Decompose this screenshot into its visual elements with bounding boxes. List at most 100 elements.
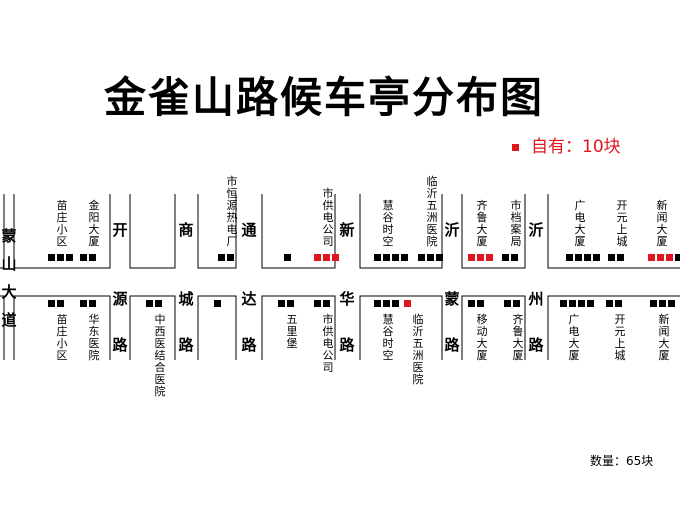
shelter-mark — [566, 254, 573, 261]
shelter-count: 数量：65块 — [590, 454, 654, 468]
shelter-mark — [608, 254, 615, 261]
south-stop-name: 五里堡 — [286, 313, 298, 350]
south-stop-name: 慧谷时空 — [382, 313, 394, 362]
shelter-mark — [278, 300, 285, 307]
owned-shelter-mark — [332, 254, 339, 261]
shelter-mark — [48, 300, 55, 307]
owned-shelter-mark — [468, 254, 475, 261]
shelter-mark — [569, 300, 576, 307]
owned-shelter-mark — [314, 254, 321, 261]
road-name-top: 新 — [339, 221, 355, 239]
road-name-top: 通 — [241, 221, 257, 239]
shelter-mark — [675, 254, 680, 261]
shelter-mark — [374, 254, 381, 261]
shelter-mark — [606, 300, 613, 307]
shelter-mark — [80, 300, 87, 307]
road-gap — [175, 295, 198, 297]
main-road-name: 蒙山大道 — [1, 227, 17, 329]
shelter-mark — [502, 254, 509, 261]
legend-label: 自有：10块 — [531, 137, 621, 157]
south-stop-name: 华东医院 — [88, 313, 100, 362]
shelter-mark — [668, 300, 675, 307]
shelter-mark — [155, 300, 162, 307]
legend: 自有：10块 — [512, 136, 621, 158]
road-gap — [4, 295, 14, 297]
north-stop-name: 市供电公司 — [322, 187, 334, 248]
shelter-mark — [511, 254, 518, 261]
owned-shelter-mark — [323, 254, 330, 261]
shelter-mark — [436, 254, 443, 261]
road-gap — [110, 267, 130, 269]
shelter-mark — [560, 300, 567, 307]
road-gap — [442, 267, 462, 269]
road-gap — [236, 295, 262, 297]
south-stop-name: 新闻大厦 — [658, 313, 670, 362]
shelter-mark — [287, 300, 294, 307]
shelter-mark — [66, 254, 73, 261]
shelter-mark — [615, 300, 622, 307]
north-stop-name: 新闻大厦 — [656, 199, 668, 248]
shelter-mark — [314, 300, 321, 307]
road-name-top: 商 — [178, 221, 194, 239]
south-stop-name: 临沂五洲医院 — [412, 313, 424, 386]
shelter-mark — [513, 300, 520, 307]
south-stop-name: 广电大厦 — [568, 313, 580, 362]
road-name-bottom: 州路 — [528, 290, 544, 354]
road-name-bottom: 华路 — [339, 290, 355, 354]
shelter-mark — [284, 254, 291, 261]
shelter-mark — [48, 254, 55, 261]
owned-shelter-mark — [486, 254, 493, 261]
shelter-mark — [659, 300, 666, 307]
shelter-mark — [587, 300, 594, 307]
shelter-mark — [427, 254, 434, 261]
shelter-mark — [468, 300, 475, 307]
owned-shelter-mark — [477, 254, 484, 261]
shelter-mark — [80, 254, 87, 261]
shelter-mark — [57, 300, 64, 307]
road-gap — [442, 295, 462, 297]
road-gap — [525, 295, 548, 297]
road-name-top: 开 — [112, 221, 128, 239]
north-stop-name: 齐鲁大厦 — [476, 199, 488, 248]
shelter-mark — [504, 300, 511, 307]
shelter-mark — [392, 254, 399, 261]
owned-shelter-mark — [648, 254, 655, 261]
shelter-mark — [218, 254, 225, 261]
shelter-mark — [477, 300, 484, 307]
shelter-mark — [214, 300, 221, 307]
south-stop-name: 开元上城 — [614, 313, 626, 362]
south-stop-name: 中西医结合医院 — [154, 313, 166, 398]
shelter-mark — [383, 300, 390, 307]
shelter-mark — [227, 254, 234, 261]
north-stop-name: 慧谷时空 — [382, 199, 394, 248]
shelter-mark — [89, 254, 96, 261]
shelter-mark — [578, 300, 585, 307]
south-stop-name: 移动大厦 — [476, 313, 488, 362]
shelter-mark — [617, 254, 624, 261]
road-name-top: 沂 — [444, 221, 460, 239]
shelter-mark — [146, 300, 153, 307]
road-name-bottom: 源路 — [112, 290, 128, 354]
road-gap — [525, 267, 548, 269]
road-gap — [175, 267, 198, 269]
shelter-mark — [89, 300, 96, 307]
road-name-bottom: 城路 — [178, 290, 194, 354]
shelter-mark — [374, 300, 381, 307]
road-name-top: 沂 — [528, 221, 544, 239]
road-gap — [335, 267, 360, 269]
north-stop-name: 市档案局 — [510, 199, 522, 248]
road-name-bottom: 蒙路 — [444, 290, 460, 354]
shelter-mark — [650, 300, 657, 307]
map-title: 金雀山路候车亭分布图 — [104, 73, 545, 122]
south-stop-name: 市供电公司 — [322, 313, 334, 374]
road-name-bottom: 达路 — [241, 290, 257, 354]
south-stop-name: 苗庄小区 — [56, 313, 68, 362]
north-stop-name: 广电大厦 — [574, 199, 586, 248]
road-gap — [236, 267, 262, 269]
shelter-mark — [57, 254, 64, 261]
road-gap — [335, 295, 360, 297]
north-stop-name: 金阳大厦 — [88, 199, 100, 248]
road-gap — [4, 267, 14, 269]
shelter-mark — [418, 254, 425, 261]
